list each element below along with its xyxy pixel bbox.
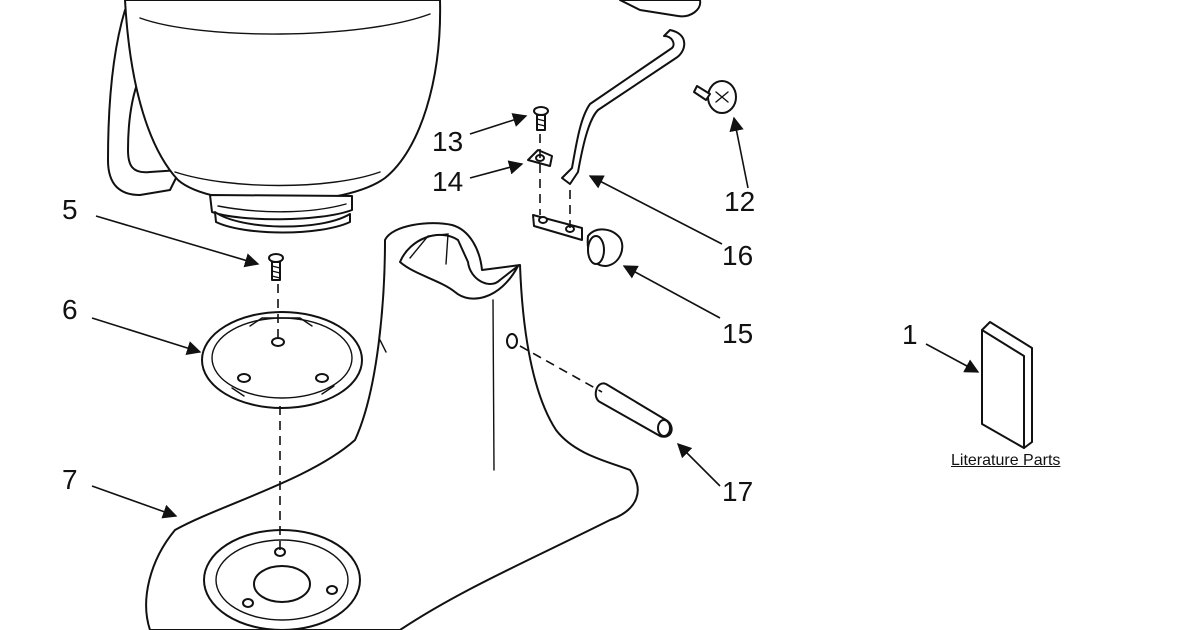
callout-5: 5 <box>62 194 78 225</box>
callout-16: 16 <box>722 240 754 271</box>
lever-knob <box>532 214 624 267</box>
mixer-base <box>145 222 639 630</box>
literature-parts-label: Literature Parts <box>951 452 1061 469</box>
callout-13: 13 <box>432 126 464 157</box>
callout-17: 17 <box>722 476 754 507</box>
callout-12: 12 <box>724 186 756 217</box>
leader-lines <box>91 113 980 519</box>
literature-booklet <box>981 321 1033 449</box>
assembly-lines <box>277 134 603 550</box>
mixing-bowl <box>107 0 442 234</box>
callout-6: 6 <box>62 294 78 325</box>
screw-5 <box>268 253 284 281</box>
lock-rod <box>561 0 702 185</box>
callout-1: 1 <box>902 319 918 350</box>
clamp-plate <box>201 311 363 409</box>
pin <box>594 382 673 438</box>
screw-13 <box>533 106 549 131</box>
callout-7: 7 <box>62 464 78 495</box>
screw-12 <box>693 80 737 114</box>
callout-15: 15 <box>722 318 754 349</box>
callout-14: 14 <box>432 166 464 197</box>
